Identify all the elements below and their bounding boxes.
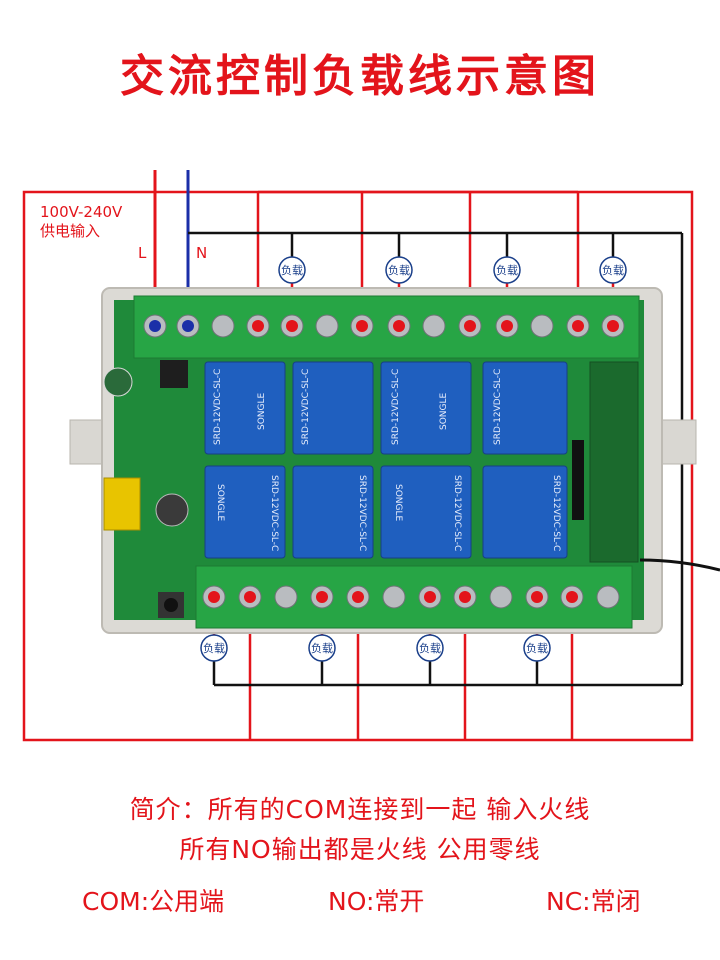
bottom-terminal-block	[195, 565, 633, 629]
supply-caption: 供电输入	[40, 222, 101, 240]
legend-nc: NC:常闭	[546, 887, 641, 916]
relay-6-model: SRD-12VDC-SL-C	[357, 475, 367, 551]
neutral-wire-label: N	[196, 244, 208, 262]
diagram-title: 交流控制负载线示意图	[120, 51, 600, 102]
relay-3-brand: SONGLE	[439, 392, 449, 430]
relay-1-brand: SONGLE	[257, 392, 267, 430]
relay-4-model: SRD-12VDC-SL-C	[493, 369, 503, 445]
relay-7-brand: SONGLE	[393, 484, 403, 522]
load-label-2: 负载	[388, 263, 410, 277]
load-label-3: 负载	[496, 263, 518, 277]
loads-top	[278, 256, 627, 284]
note-line-1: 简介：所有的COM连接到一起 输入火线	[129, 795, 591, 824]
load-label-6: 负载	[311, 641, 333, 655]
load-label-7: 负载	[419, 641, 441, 655]
supply-voltage: 100V-240V	[40, 203, 123, 221]
relay-row-top	[204, 361, 568, 455]
antenna-wire	[639, 558, 720, 572]
note-line-2: 所有NO输出都是火线 公用零线	[179, 835, 541, 864]
relay-8-model: SRD-12VDC-SL-C	[551, 475, 561, 551]
relay-3-model: SRD-12VDC-SL-C	[391, 369, 401, 445]
load-label-8: 负载	[526, 641, 548, 655]
relay-2-model: SRD-12VDC-SL-C	[301, 369, 311, 445]
live-wire-label: L	[138, 244, 147, 262]
legend-no: NO:常开	[328, 887, 425, 916]
loads-bottom	[200, 634, 551, 662]
legend-com: COM:公用端	[82, 887, 225, 916]
relay-row-bottom	[204, 465, 568, 559]
relay-5-model: SRD-12VDC-SL-C	[269, 475, 279, 551]
relay-7-model: SRD-12VDC-SL-C	[452, 475, 462, 551]
supply-input-label: 100V-240V 供电输入	[40, 203, 122, 241]
relay-1-model: SRD-12VDC-SL-C	[213, 369, 223, 445]
load-label-4: 负载	[602, 263, 624, 277]
load-label-5: 负载	[203, 641, 225, 655]
pcb-components	[103, 360, 639, 618]
relay-5-brand: SONGLE	[215, 484, 225, 522]
load-label-1: 负载	[281, 263, 303, 277]
top-terminal-block	[133, 295, 640, 359]
